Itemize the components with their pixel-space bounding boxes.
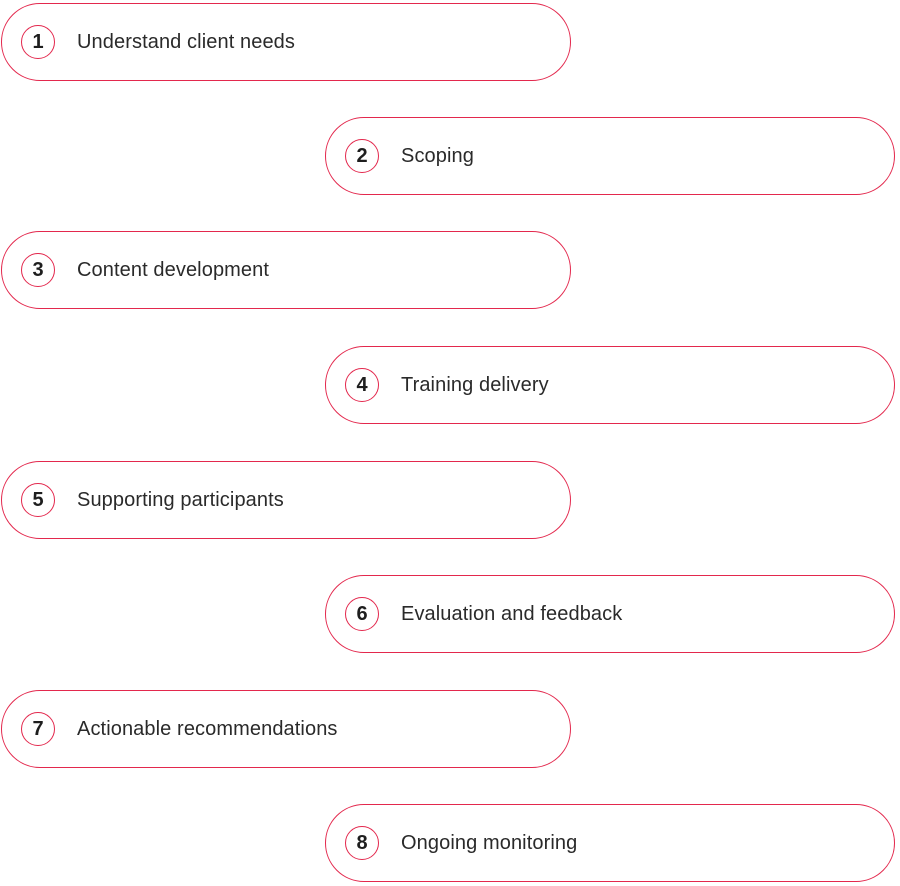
- step-label: Ongoing monitoring: [401, 831, 578, 854]
- step-number-badge: 2: [345, 139, 379, 173]
- step-label: Supporting participants: [77, 488, 284, 511]
- step-label: Actionable recommendations: [77, 717, 338, 740]
- step-label: Training delivery: [401, 373, 549, 396]
- step-6: 6 Evaluation and feedback: [325, 575, 895, 653]
- step-number-badge: 4: [345, 368, 379, 402]
- step-4: 4 Training delivery: [325, 346, 895, 424]
- step-label: Evaluation and feedback: [401, 602, 623, 625]
- step-3: 3 Content development: [1, 231, 571, 309]
- step-number-badge: 8: [345, 826, 379, 860]
- step-1: 1 Understand client needs: [1, 3, 571, 81]
- step-number-badge: 3: [21, 253, 55, 287]
- step-number-badge: 6: [345, 597, 379, 631]
- step-number-badge: 7: [21, 712, 55, 746]
- step-label: Content development: [77, 258, 270, 281]
- step-label: Understand client needs: [77, 30, 295, 53]
- step-label: Scoping: [401, 144, 474, 167]
- step-5: 5 Supporting participants: [1, 461, 571, 539]
- step-2: 2 Scoping: [325, 117, 895, 195]
- step-8: 8 Ongoing monitoring: [325, 804, 895, 882]
- step-number-badge: 1: [21, 25, 55, 59]
- step-number-badge: 5: [21, 483, 55, 517]
- step-7: 7 Actionable recommendations: [1, 690, 571, 768]
